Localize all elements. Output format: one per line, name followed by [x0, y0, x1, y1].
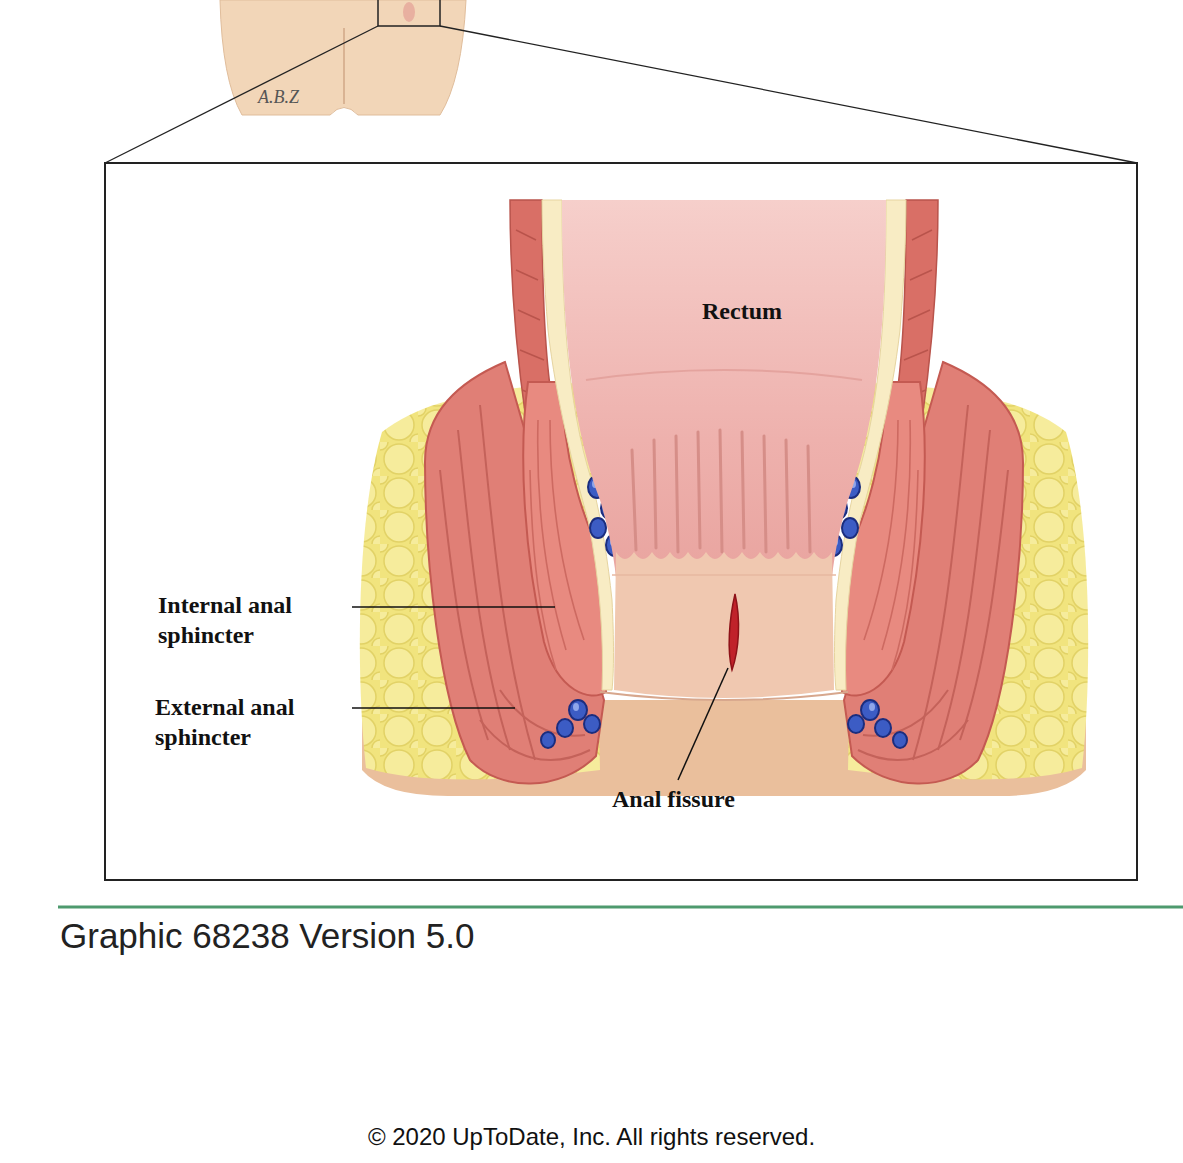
part-label: Anal fissure [612, 784, 735, 814]
body-figure [220, 0, 466, 115]
zoom-line [440, 26, 1137, 163]
leader-line [678, 668, 728, 780]
zoom-line [105, 26, 378, 163]
leader-line [352, 606, 555, 608]
separator-rule [58, 906, 1183, 909]
detail-frame [105, 163, 1137, 880]
artist-signature: A.B.Z [258, 86, 299, 108]
anal-canal-illustration [360, 200, 1088, 796]
part-label: Internal anal sphincter [158, 590, 358, 650]
copyright-notice: © 2020 UpToDate, Inc. All rights reserve… [0, 1122, 1183, 1152]
part-label: External anal sphincter [155, 692, 355, 752]
fissure-tear [729, 594, 738, 670]
leader-line [352, 707, 515, 709]
part-label: Rectum [642, 296, 842, 326]
figure-caption: Graphic 68238 Version 5.0 [60, 914, 474, 958]
